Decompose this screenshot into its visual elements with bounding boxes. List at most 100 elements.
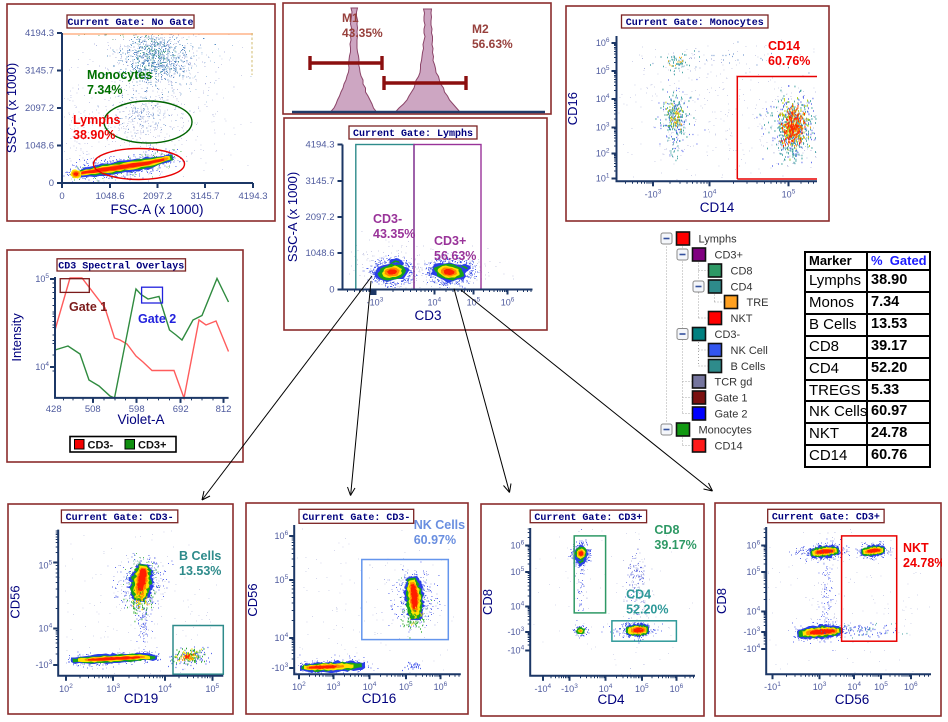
svg-text:CD3: CD3 — [414, 308, 441, 323]
svg-text:Monocytes: Monocytes — [699, 425, 753, 437]
svg-text:103: 103 — [327, 681, 341, 692]
svg-text:M1: M1 — [342, 11, 359, 25]
svg-text:-103: -103 — [272, 662, 289, 673]
svg-text:105: 105 — [874, 681, 888, 692]
svg-text:24.78%: 24.78% — [903, 556, 942, 570]
svg-text:508: 508 — [85, 404, 101, 415]
svg-text:105: 105 — [39, 560, 53, 571]
svg-text:428: 428 — [46, 404, 62, 415]
svg-text:104: 104 — [39, 623, 53, 634]
svg-text:Gate 2: Gate 2 — [715, 409, 748, 421]
svg-text:M2: M2 — [472, 22, 489, 36]
svg-text:Intensity: Intensity — [9, 313, 24, 362]
svg-text:1048.6: 1048.6 — [305, 248, 334, 259]
svg-text:4194.3: 4194.3 — [238, 191, 267, 202]
svg-text:52.20%: 52.20% — [626, 603, 668, 617]
svg-text:39.17%: 39.17% — [654, 538, 696, 552]
svg-text:CD56: CD56 — [835, 692, 870, 707]
svg-text:105: 105 — [399, 681, 413, 692]
svg-text:Gate 1: Gate 1 — [69, 300, 107, 314]
svg-text:-103: -103 — [508, 626, 525, 637]
svg-text:CD8: CD8 — [714, 588, 729, 614]
svg-text:SSC-A (x 1000): SSC-A (x 1000) — [285, 172, 300, 262]
svg-text:104: 104 — [35, 361, 49, 372]
svg-text:-103: -103 — [744, 626, 761, 637]
svg-text:105: 105 — [275, 574, 289, 585]
svg-text:Gate 2: Gate 2 — [138, 312, 176, 326]
svg-text:4194.3: 4194.3 — [305, 140, 334, 151]
svg-text:Current Gate: No Gate: Current Gate: No Gate — [67, 18, 193, 29]
svg-text:NKT: NKT — [903, 541, 929, 555]
svg-text:4194.3: 4194.3 — [25, 28, 54, 39]
svg-text:102: 102 — [59, 683, 73, 694]
svg-text:102: 102 — [292, 681, 306, 692]
svg-text:CD3+: CD3+ — [434, 234, 466, 248]
svg-text:NK Cell: NK Cell — [731, 345, 768, 357]
svg-text:Current Gate: Monocytes: Current Gate: Monocytes — [626, 18, 764, 29]
svg-text:105: 105 — [782, 188, 796, 199]
svg-text:CD3-: CD3- — [373, 212, 402, 226]
svg-text:105: 105 — [596, 65, 610, 76]
svg-text:38.90%: 38.90% — [73, 128, 115, 142]
svg-text:-104: -104 — [508, 645, 525, 656]
svg-text:-104: -104 — [534, 683, 551, 694]
svg-text:106: 106 — [747, 539, 761, 550]
svg-text:106: 106 — [904, 681, 918, 692]
svg-text:101: 101 — [596, 173, 610, 184]
svg-text:106: 106 — [275, 530, 289, 541]
svg-text:0: 0 — [49, 178, 54, 189]
svg-text:2097.2: 2097.2 — [143, 191, 172, 202]
svg-text:3145.7: 3145.7 — [25, 66, 54, 77]
svg-text:Gate 1: Gate 1 — [715, 393, 748, 405]
svg-text:Violet-A: Violet-A — [117, 412, 164, 427]
svg-text:B Cells: B Cells — [179, 549, 221, 563]
svg-text:104: 104 — [596, 93, 610, 104]
svg-text:104: 104 — [599, 683, 613, 694]
svg-text:FSC-A (x 1000): FSC-A (x 1000) — [110, 202, 203, 217]
svg-text:CD14: CD14 — [700, 200, 735, 215]
svg-text:103: 103 — [596, 121, 610, 132]
svg-text:105: 105 — [635, 683, 649, 694]
svg-text:-103: -103 — [645, 188, 662, 199]
svg-text:104: 104 — [703, 188, 717, 199]
svg-text:105: 105 — [205, 683, 219, 694]
svg-text:598: 598 — [129, 404, 145, 415]
svg-text:3145.7: 3145.7 — [190, 191, 219, 202]
svg-text:104: 104 — [847, 681, 861, 692]
svg-text:Current Gate: Lymphs: Current Gate: Lymphs — [353, 128, 473, 140]
svg-text:CD8: CD8 — [731, 266, 753, 278]
svg-text:104: 104 — [427, 297, 441, 308]
svg-text:2097.2: 2097.2 — [25, 103, 54, 114]
svg-text:Lymphs: Lymphs — [699, 234, 738, 246]
svg-text:56.63%: 56.63% — [434, 249, 476, 263]
svg-text:CD8: CD8 — [480, 589, 495, 615]
svg-text:CD14: CD14 — [768, 39, 800, 53]
svg-text:Monocytes: Monocytes — [87, 68, 152, 82]
svg-text:2097.2: 2097.2 — [305, 212, 334, 223]
svg-text:60.76%: 60.76% — [768, 54, 810, 68]
svg-text:-104: -104 — [744, 643, 761, 654]
svg-text:CD3+: CD3+ — [138, 440, 166, 452]
svg-text:-103: -103 — [36, 659, 53, 670]
svg-text:NKT: NKT — [731, 313, 753, 325]
svg-text:105: 105 — [747, 566, 761, 577]
svg-text:106: 106 — [434, 681, 448, 692]
svg-text:Current Gate: CD3+: Current Gate: CD3+ — [534, 513, 642, 524]
svg-text:0: 0 — [59, 191, 64, 202]
svg-text:103: 103 — [813, 681, 827, 692]
svg-text:TRE: TRE — [747, 297, 769, 309]
svg-text:NK Cells: NK Cells — [414, 518, 465, 532]
svg-text:CD14: CD14 — [715, 441, 743, 453]
svg-text:CD3-: CD3- — [88, 440, 114, 452]
svg-text:102: 102 — [596, 148, 610, 159]
svg-text:103: 103 — [106, 683, 120, 694]
svg-text:43.35%: 43.35% — [342, 26, 383, 40]
svg-text:-103: -103 — [367, 297, 384, 308]
svg-text:CD3-: CD3- — [715, 329, 741, 341]
svg-text:Current Gate: CD3-: Current Gate: CD3- — [302, 513, 410, 524]
svg-text:SSC-A (x 1000): SSC-A (x 1000) — [6, 63, 19, 153]
svg-text:CD56: CD56 — [245, 583, 260, 616]
svg-text:CD4: CD4 — [597, 692, 624, 707]
svg-text:Lymphs: Lymphs — [73, 113, 121, 127]
svg-text:56.63%: 56.63% — [472, 37, 513, 51]
